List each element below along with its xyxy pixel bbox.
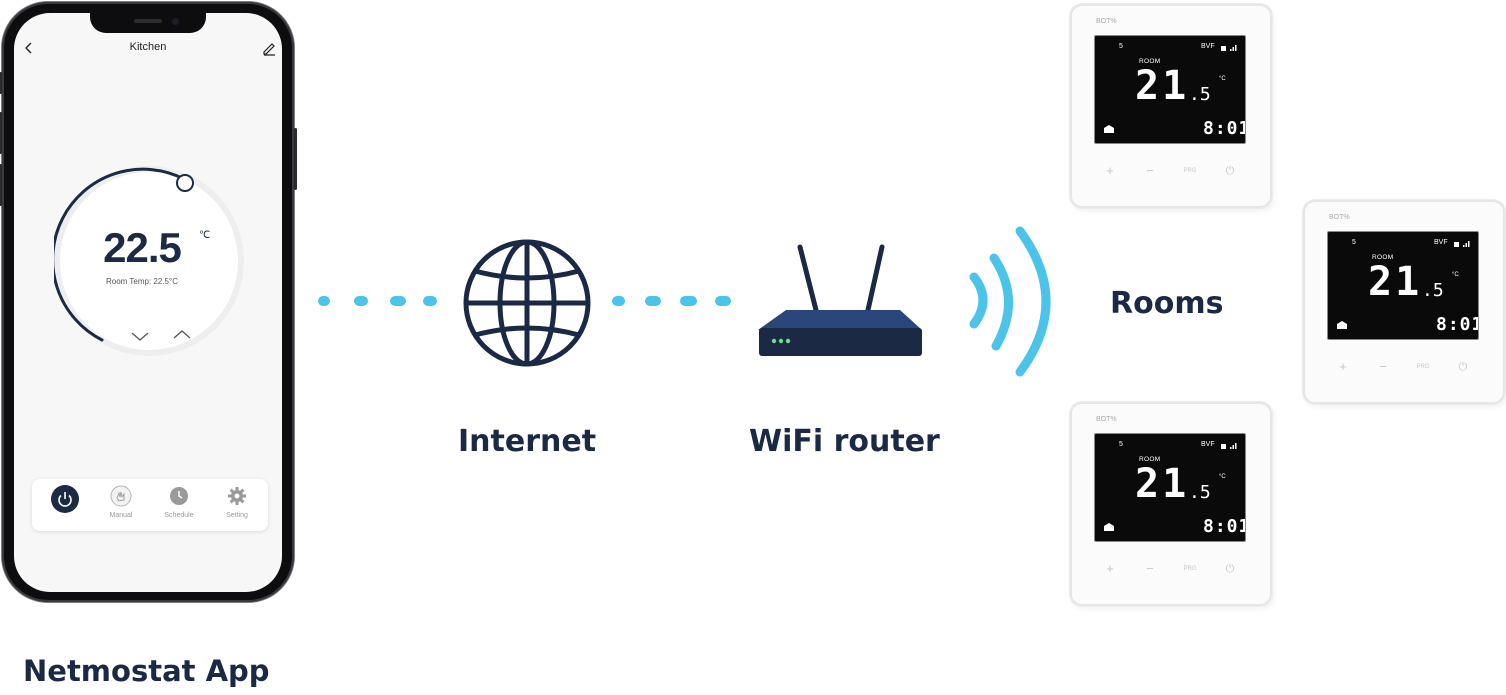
thermostat-brand: BOT% (1329, 214, 1350, 221)
chevron-up-icon (173, 330, 191, 339)
decrease-button[interactable] (129, 328, 151, 342)
lock-signal-icon (1454, 241, 1470, 247)
app-label: Netmostat App (23, 654, 270, 688)
display-temperature-decimal: .5 (1422, 280, 1444, 301)
home-icon (1104, 523, 1114, 531)
speaker-grille (134, 19, 162, 23)
app-header: Kitchen (14, 39, 282, 59)
display-status: BVF (1434, 239, 1448, 246)
globe-icon (463, 239, 591, 367)
display-status: BVF (1201, 441, 1215, 448)
back-button[interactable] (20, 39, 38, 57)
plus-key[interactable]: + (1339, 359, 1347, 374)
display-unit: °C (1219, 76, 1226, 82)
minus-key[interactable]: − (1379, 359, 1387, 374)
room-temperature: Room Temp: 22.5°C (106, 277, 178, 286)
power-key[interactable]: ⏻ (1225, 563, 1235, 575)
minus-key[interactable]: − (1146, 561, 1154, 576)
display-temperature-decimal: .5 (1189, 482, 1211, 503)
thermostat-brand: BOT% (1096, 18, 1117, 25)
plus-key[interactable]: + (1106, 561, 1114, 576)
display-mode: 5 (1119, 441, 1123, 448)
minus-key[interactable]: − (1146, 163, 1154, 178)
thermostat-display: 5 BVF ROOM 21 .5 °C 8:01 (1327, 231, 1479, 340)
display-mode: 5 (1119, 43, 1123, 50)
display-temperature: 21 (1368, 259, 1423, 305)
front-camera (172, 18, 179, 25)
wifi-signal-icon (969, 226, 1051, 377)
internet-router-connection (612, 296, 731, 306)
display-clock: 8:01 (1203, 516, 1246, 537)
display-status: BVF (1201, 43, 1215, 50)
hand-icon (110, 485, 132, 507)
page-title: Kitchen (129, 41, 167, 53)
edit-button[interactable] (260, 39, 278, 57)
power-key[interactable]: ⏻ (1458, 361, 1468, 373)
bottom-tab-bar: Manual Schedule (32, 479, 268, 531)
tab-manual[interactable]: Manual (96, 485, 146, 529)
chevron-left-icon (25, 42, 32, 54)
thermostat-display: 5 BVF ROOM 21 .5 °C 8:01 (1094, 35, 1246, 144)
phone-mute-switch (0, 72, 2, 94)
display-room-label: ROOM (1139, 58, 1161, 65)
plus-key[interactable]: + (1106, 163, 1114, 178)
pencil-icon (263, 43, 275, 56)
power-icon (51, 485, 79, 513)
thermostat-brand: BOT% (1096, 416, 1117, 423)
tab-schedule[interactable]: Schedule (154, 485, 204, 529)
phone-screen: Kitchen 22.5 ℃ Room Temp: 22.5°C (14, 13, 282, 592)
app-internet-connection (318, 296, 437, 306)
tab-label: Schedule (164, 512, 194, 519)
dial-handle (176, 174, 194, 192)
lock-signal-icon (1221, 443, 1237, 449)
thermostat-device: BOT% 5 BVF ROOM 21 .5 °C 8:01 + − PRG ⏻ (1070, 402, 1272, 606)
thermostat-keys: + − PRG ⏻ (1094, 562, 1246, 576)
display-clock: 8:01 (1436, 314, 1479, 335)
display-mode: 5 (1352, 239, 1356, 246)
thermostat-keys: + − PRG ⏻ (1094, 164, 1246, 178)
increase-button[interactable] (171, 326, 193, 340)
display-temperature: 21 (1135, 461, 1190, 507)
tab-setting[interactable]: Setting (212, 485, 262, 529)
dial-ring (54, 166, 244, 356)
phone-volume-up (0, 112, 2, 154)
home-icon (1337, 321, 1347, 329)
lock-signal-icon (1221, 45, 1237, 51)
tab-label: Setting (226, 512, 248, 519)
thermostat-keys: + − PRG ⏻ (1327, 360, 1479, 374)
tab-label: Manual (109, 512, 133, 519)
internet-label: Internet (458, 424, 597, 459)
program-key[interactable]: PRG (1183, 566, 1197, 572)
display-room-label: ROOM (1372, 254, 1394, 261)
set-temperature: 22.5 (103, 224, 182, 271)
display-temperature: 21 (1135, 63, 1190, 109)
display-temperature-decimal: .5 (1189, 84, 1211, 105)
power-key[interactable]: ⏻ (1225, 165, 1235, 177)
rooms-label: Rooms (1110, 286, 1224, 321)
program-key[interactable]: PRG (1416, 364, 1430, 370)
temperature-dial[interactable]: 22.5 ℃ Room Temp: 22.5°C (54, 166, 250, 362)
program-key[interactable]: PRG (1183, 168, 1197, 174)
temperature-unit: ℃ (199, 230, 211, 241)
gear-icon (228, 487, 246, 505)
display-unit: °C (1452, 272, 1459, 278)
thermostat-display: 5 BVF ROOM 21 .5 °C 8:01 (1094, 433, 1246, 542)
thermostat-device: BOT% 5 BVF ROOM 21 .5 °C 8:01 + − PRG ⏻ (1070, 4, 1272, 208)
display-clock: 8:01 (1203, 118, 1246, 139)
display-unit: °C (1219, 474, 1226, 480)
clock-icon (170, 487, 188, 505)
chevron-down-icon (131, 332, 149, 341)
phone-volume-down (0, 164, 2, 206)
router-label: WiFi router (749, 424, 940, 459)
tab-power[interactable] (40, 485, 90, 529)
phone-notch (90, 13, 206, 33)
phone: Kitchen 22.5 ℃ Room Temp: 22.5°C (0, 2, 297, 602)
router-icon (758, 244, 922, 356)
display-room-label: ROOM (1139, 456, 1161, 463)
thermostat-device: BOT% 5 BVF ROOM 21 .5 °C 8:01 + − PRG ⏻ (1303, 200, 1505, 404)
phone-power-button (294, 128, 297, 190)
home-icon (1104, 125, 1114, 133)
